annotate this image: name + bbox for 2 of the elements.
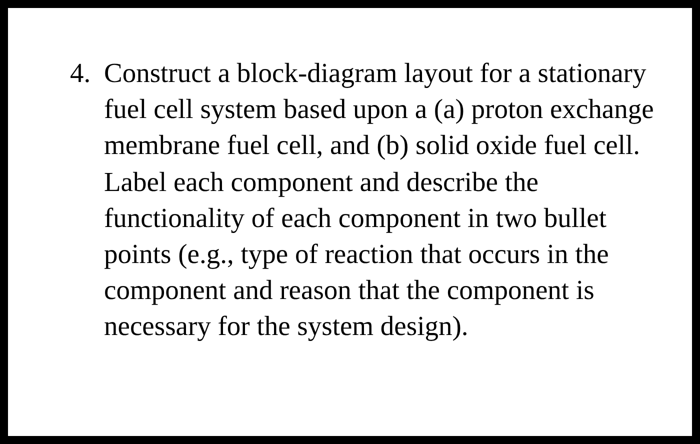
- question-number: 4.: [70, 56, 91, 90]
- question-text: Construct a block-diagram layout for a stationary fuel cell system based upon a (a) proton exchange membrane fuel cell, and (b) solid oxide fuel cell. Label each component and describe the functionality of each component in two bullet points (e.g., type of reaction that occurs in the component and reason that the component is necessary for the system design).: [104, 56, 655, 344]
